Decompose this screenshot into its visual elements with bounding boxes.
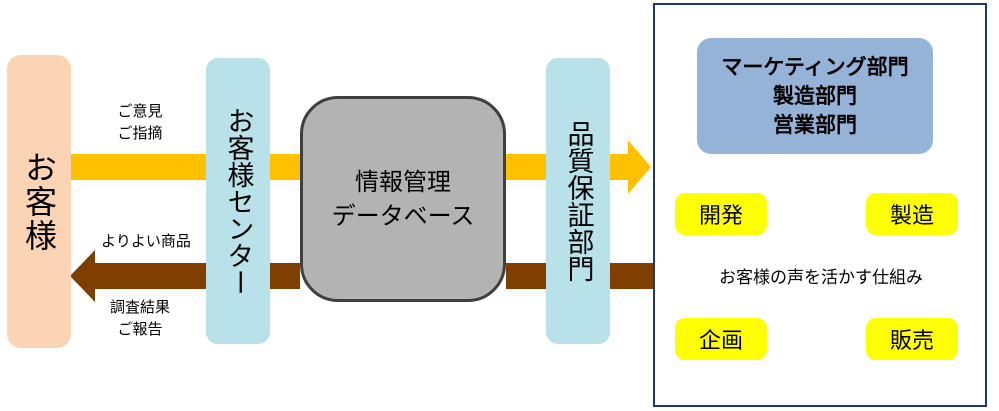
- cycle-node-sales: 販売: [866, 318, 958, 360]
- outbound-arrow-4: [610, 263, 653, 289]
- departments-line2: 製造部門: [773, 83, 857, 108]
- cycle-node-development: 開発: [675, 193, 767, 235]
- database-label-line1: 情報管理: [355, 168, 451, 196]
- inbound-arrow-3: [506, 154, 546, 180]
- customer-label: お客様: [20, 150, 58, 253]
- cycle-caption: お客様の声を活かす仕組み: [719, 268, 923, 288]
- cycle-node-planning: 企画: [675, 318, 767, 360]
- customer-center-box: お客様センター: [206, 58, 270, 344]
- feedback-label-line1: ご意見: [117, 102, 163, 120]
- departments-line3: 営業部門: [773, 112, 857, 137]
- cycle-node-manufacturing: 製造: [866, 193, 958, 235]
- feedback-label: ご意見 ご指摘: [100, 100, 180, 144]
- database-label-line2: データベース: [331, 202, 475, 230]
- departments-line1: マーケティング部門: [721, 54, 909, 79]
- customer-center-label: お客様センター: [222, 106, 254, 296]
- customer-box: お客様: [7, 55, 71, 348]
- feedback-label-line2: ご指摘: [117, 124, 163, 142]
- departments-box: マーケティング部門 製造部門 営業部門: [697, 38, 933, 154]
- outbound-arrow-head: [70, 250, 206, 302]
- database-box: 情報管理 データベース: [300, 96, 506, 302]
- report-label: 調査結果 ご報告: [100, 296, 180, 340]
- inbound-arrow-head: [610, 140, 651, 194]
- qa-department-box: 品質保証部門: [546, 58, 610, 344]
- product-label: よりよい商品: [101, 232, 191, 250]
- outbound-arrow-3: [506, 263, 546, 289]
- report-label-line1: 調査結果: [109, 298, 170, 316]
- qa-department-label: 品質保証部門: [562, 120, 594, 282]
- inbound-arrow-1: [71, 154, 206, 180]
- report-label-line2: ご報告: [117, 320, 163, 338]
- inbound-arrow-2: [270, 154, 300, 180]
- outbound-arrow-2: [270, 263, 300, 289]
